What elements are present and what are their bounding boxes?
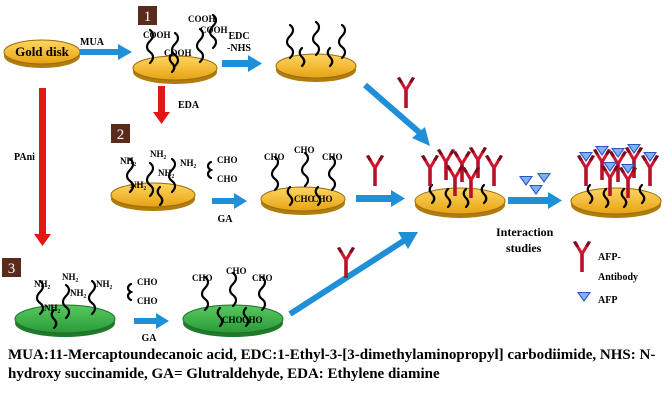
edc-label: EDC — [228, 31, 249, 42]
interaction-studies-label: Interaction studies — [496, 225, 554, 255]
nhs-label: -NHS — [227, 43, 251, 54]
pani-label: PAni — [14, 152, 35, 163]
cho-group: CHO — [264, 152, 285, 162]
antibody-arrow-row1 — [363, 77, 430, 146]
nh2-group: NH₂ — [120, 156, 137, 166]
antibody-arrow-row2 — [356, 155, 405, 207]
eda-label: EDA — [178, 100, 200, 111]
legend-antibody-line1: AFP- — [598, 252, 621, 263]
cho-group: CHO — [217, 174, 238, 184]
cooh-group: COOH — [200, 25, 228, 35]
cho-group: CHO — [137, 296, 158, 306]
edc-nhs-arrow: EDC -NHS — [222, 31, 262, 72]
cho-group: CHO — [312, 194, 333, 204]
cooh-group: COOH — [143, 30, 171, 40]
cho-group: CHO — [222, 315, 243, 325]
nh2-group: NH₂ — [158, 168, 175, 178]
gold-disk-bare: Gold disk — [3, 39, 81, 68]
cho-group: CHO — [252, 273, 273, 283]
nh2-group: NH₂ — [44, 303, 61, 313]
figure-caption: MUA:11-Mercaptoundecanoic acid, EDC:1-Et… — [8, 347, 656, 382]
interaction-label-line2: studies — [506, 241, 542, 255]
cho-group: CHO — [217, 155, 238, 165]
step-3-badge: 3 — [2, 258, 21, 277]
cooh-group: COOH — [164, 48, 192, 58]
ga-reagent-3: CHO CHO — [126, 277, 158, 306]
nh2-group: NH₂ — [130, 180, 147, 190]
gold-disk-ga: CHO CHO CHO CHO CHO — [260, 145, 346, 215]
cho-group: CHO — [322, 152, 343, 162]
mua-arrow: MUA — [80, 37, 132, 60]
interaction-arrow — [508, 173, 562, 209]
eda-arrow: EDA — [153, 86, 200, 124]
cho-group: CHO — [294, 194, 315, 204]
cho-group: CHO — [242, 315, 263, 325]
cho-group: CHO — [192, 273, 213, 283]
cho-group: CHO — [294, 145, 315, 155]
cho-group: CHO — [226, 266, 247, 276]
green-disk-ga: CHO CHO CHO CHO CHO — [182, 266, 284, 337]
step-2-number: 2 — [117, 127, 125, 143]
gold-disk-antigen-bound — [570, 144, 662, 218]
ga-reagent-2: CHO CHO — [206, 155, 238, 184]
biosensor-fabrication-diagram: Gold disk MUA 1 COOH COOH COOH COOH EDC … — [2, 6, 662, 344]
gold-disk-activated — [275, 20, 357, 82]
cho-group: CHO — [137, 277, 158, 287]
step-2-badge: 2 — [111, 124, 130, 143]
cooh-group: COOH — [188, 14, 216, 24]
antibody-arrow-row3 — [288, 232, 418, 317]
interaction-label-line1: Interaction — [496, 225, 554, 239]
step-1-number: 1 — [144, 9, 152, 25]
green-disk-pani: NH₂ NH₂ NH₂ NH₂ NH₂ — [14, 272, 116, 337]
ga-arrow-2: GA — [212, 193, 247, 225]
legend-antibody-line2: Antibody — [598, 272, 638, 283]
ga-arrow-3: GA — [134, 313, 169, 344]
nh2-group: NH₂ — [62, 272, 79, 282]
nh2-group: NH₂ — [150, 149, 167, 159]
gold-disk-label: Gold disk — [15, 44, 70, 59]
step-3-number: 3 — [8, 261, 16, 277]
pani-arrow: PAni — [14, 88, 51, 246]
gold-disk-antibody — [414, 147, 506, 218]
gold-disk-mua: COOH COOH COOH COOH — [132, 13, 228, 84]
nh2-group: NH₂ — [34, 279, 51, 289]
gold-disk-eda: NH₂ NH₂ NH₂ NH₂ NH₂ — [110, 149, 197, 211]
legend: AFP- Antibody AFP — [573, 241, 638, 306]
legend-afp-label: AFP — [598, 295, 617, 306]
mua-label: MUA — [80, 37, 105, 48]
nh2-group: NH₂ — [96, 279, 113, 289]
step-1-badge: 1 — [138, 6, 157, 25]
ga-label: GA — [218, 214, 234, 225]
ga-label: GA — [142, 333, 158, 344]
nh2-group: NH₂ — [70, 288, 87, 298]
nh2-group: NH₂ — [180, 158, 197, 168]
